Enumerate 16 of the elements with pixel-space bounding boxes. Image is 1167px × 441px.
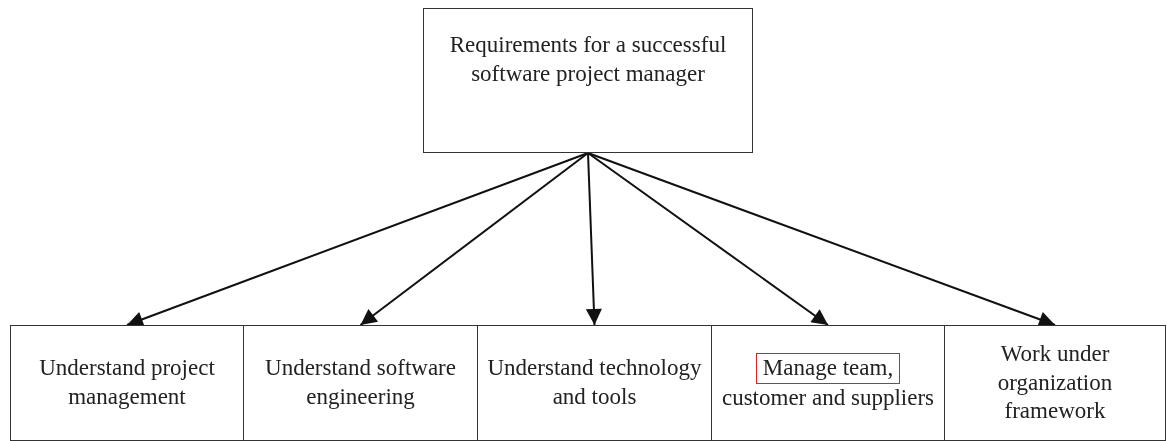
process-box	[423, 8, 753, 153]
process-box	[477, 325, 712, 441]
process-box	[243, 325, 478, 441]
node-text: customer and suppliers	[721, 384, 935, 412]
node-text: Understand software engineering	[264, 354, 457, 411]
arrow	[587, 152, 829, 326]
process-box	[711, 325, 945, 441]
node-text: Requirements for a successful software project manager	[448, 31, 728, 88]
node-text: Understand technology and tools	[486, 354, 703, 411]
process-box	[10, 325, 244, 441]
node-text: Work under organization framework	[996, 339, 1114, 426]
highlighted-text: Manage team,	[755, 353, 901, 384]
process-box	[944, 325, 1166, 441]
node-text: Understand project management	[38, 354, 216, 411]
arrow	[359, 152, 589, 326]
arrow	[585, 152, 602, 326]
